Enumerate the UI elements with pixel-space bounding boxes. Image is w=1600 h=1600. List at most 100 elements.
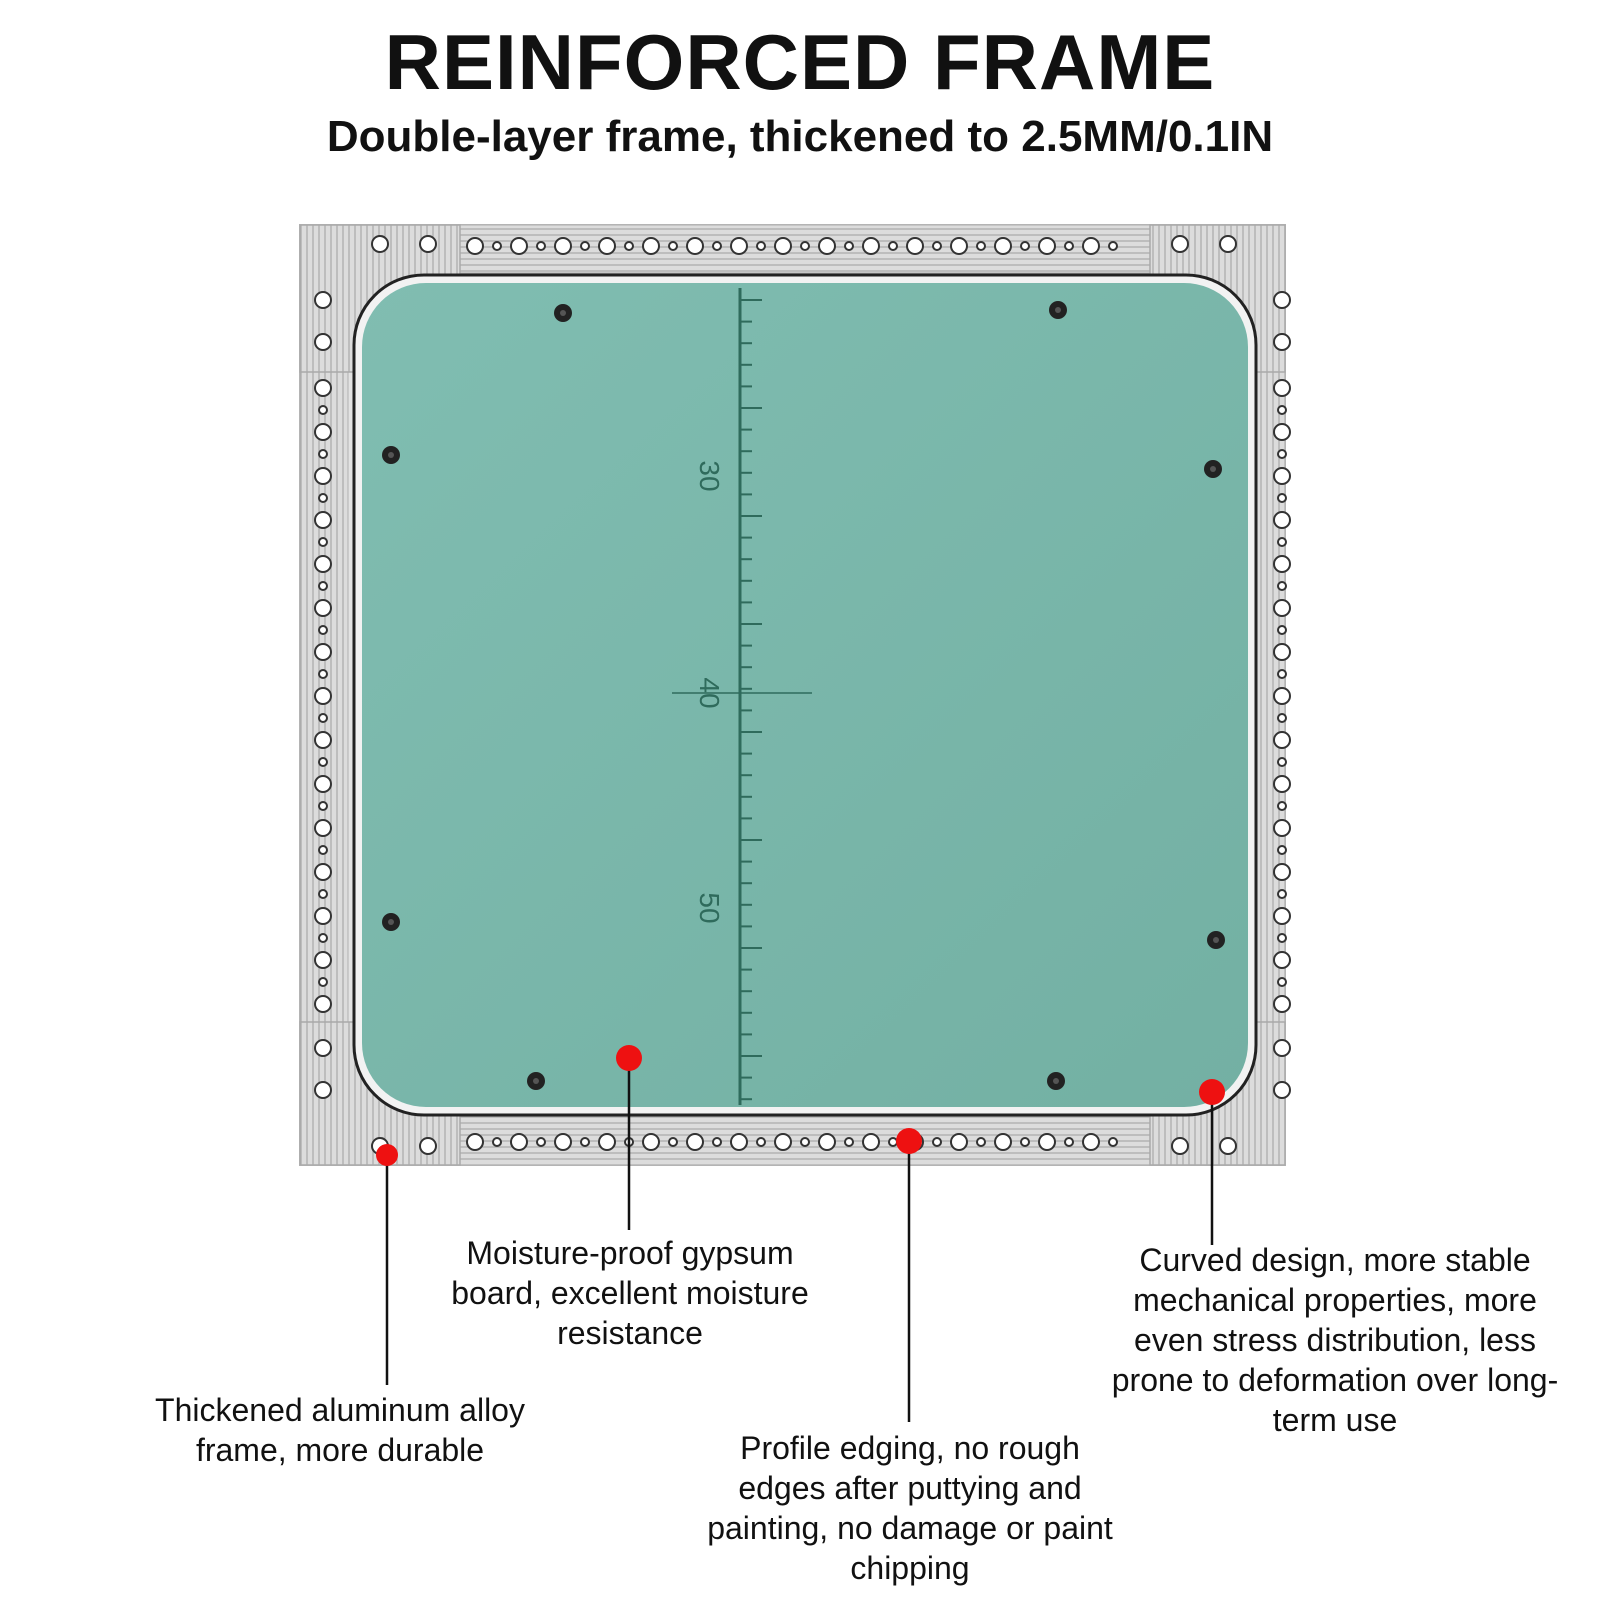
frame-hole — [314, 951, 332, 969]
frame-hole — [1273, 775, 1291, 793]
frame-hole — [1277, 405, 1287, 415]
frame-hole — [466, 237, 484, 255]
callout-aluminum-frame: Thickened aluminum alloy frame, more dur… — [155, 1392, 525, 1468]
ruler-label-50: 50 — [694, 892, 725, 923]
frame-hole — [1273, 379, 1291, 397]
frame-hole — [419, 1137, 437, 1155]
frame-hole — [774, 237, 792, 255]
ruler-label-40: 40 — [694, 677, 725, 708]
frame-hole — [314, 687, 332, 705]
frame-hole — [1273, 863, 1291, 881]
frame-hole — [580, 1137, 590, 1147]
frame-hole — [536, 241, 546, 251]
frame-hole — [1277, 757, 1287, 767]
screw-icon — [1049, 301, 1067, 319]
frame-hole — [598, 1133, 616, 1151]
frame-hole — [1273, 907, 1291, 925]
frame-hole — [730, 1133, 748, 1151]
frame-hole — [1108, 241, 1118, 251]
frame-hole — [419, 235, 437, 253]
ruler-label-30: 30 — [694, 460, 725, 491]
frame-hole — [1038, 1133, 1056, 1151]
frame-hole — [1108, 1137, 1118, 1147]
frame-hole — [862, 237, 880, 255]
frame-hole — [1277, 537, 1287, 547]
frame-hole — [314, 555, 332, 573]
frame-hole — [994, 237, 1012, 255]
callout-gypsum-board: Moisture-proof gypsum board, excellent m… — [451, 1235, 809, 1351]
frame-hole — [712, 241, 722, 251]
frame-hole — [314, 379, 332, 397]
frame-hole — [1038, 237, 1056, 255]
page-subtitle: Double-layer frame, thickened to 2.5MM/0… — [326, 112, 1274, 161]
frame-hole — [318, 625, 328, 635]
screw-icon — [1207, 931, 1225, 949]
callout-curved-design: Curved design, more stable mechanical pr… — [1111, 1242, 1559, 1438]
screw-icon — [1204, 460, 1222, 478]
frame-hole — [1273, 819, 1291, 837]
frame-hole — [1273, 995, 1291, 1013]
frame-hole — [1219, 235, 1237, 253]
frame-hole — [1273, 951, 1291, 969]
frame-hole — [1277, 449, 1287, 459]
frame-hole — [314, 863, 332, 881]
frame-hole — [318, 801, 328, 811]
frame-hole — [1277, 845, 1287, 855]
frame-hole — [1273, 687, 1291, 705]
frame-hole — [1277, 493, 1287, 503]
frame-hole — [712, 1137, 722, 1147]
frame-hole — [554, 1133, 572, 1151]
frame-hole — [1082, 237, 1100, 255]
frame-hole — [1273, 333, 1291, 351]
frame-hole — [1277, 625, 1287, 635]
frame-hole — [976, 241, 986, 251]
frame-hole — [314, 423, 332, 441]
frame-hole — [1273, 423, 1291, 441]
frame-hole — [318, 889, 328, 899]
frame-hole — [844, 241, 854, 251]
frame-hole — [1277, 669, 1287, 679]
frame-hole — [1273, 731, 1291, 749]
frame-hole — [314, 333, 332, 351]
frame-hole — [668, 1137, 678, 1147]
screw-icon — [382, 913, 400, 931]
frame-hole — [1277, 889, 1287, 899]
frame-hole — [318, 449, 328, 459]
frame-hole — [624, 241, 634, 251]
frame-hole — [1171, 1137, 1189, 1155]
gypsum-board-panel — [352, 273, 1258, 1117]
frame-hole — [844, 1137, 854, 1147]
frame-hole — [314, 511, 332, 529]
frame-hole — [314, 599, 332, 617]
marker-dot-icon — [616, 1045, 642, 1071]
frame-hole — [554, 237, 572, 255]
frame-hole — [314, 1081, 332, 1099]
frame-hole — [314, 995, 332, 1013]
panel-screws — [382, 301, 1225, 1090]
measuring-ruler: 30 40 50 — [672, 288, 812, 1105]
frame-hole — [668, 241, 678, 251]
frame-hole — [1273, 555, 1291, 573]
frame-hole — [642, 237, 660, 255]
frame-hole — [800, 1137, 810, 1147]
frame-hole — [318, 933, 328, 943]
frame-hole — [318, 537, 328, 547]
frame-hole — [466, 1133, 484, 1151]
frame-hole — [371, 235, 389, 253]
frame-hole — [1273, 1039, 1291, 1057]
frame-hole — [1273, 599, 1291, 617]
frame-hole — [510, 1133, 528, 1151]
frame-hole — [1273, 1081, 1291, 1099]
frame-hole — [1273, 511, 1291, 529]
callout-profile-edging: Profile edging, no rough edges after put… — [707, 1430, 1113, 1586]
frame-hole — [818, 237, 836, 255]
frame-hole — [314, 291, 332, 309]
frame-hole — [314, 643, 332, 661]
frame-hole — [1064, 1137, 1074, 1147]
frame-hole — [1273, 291, 1291, 309]
frame-hole — [1277, 581, 1287, 591]
screw-icon — [1047, 1072, 1065, 1090]
frame-hole — [492, 1137, 502, 1147]
screw-icon — [382, 446, 400, 464]
